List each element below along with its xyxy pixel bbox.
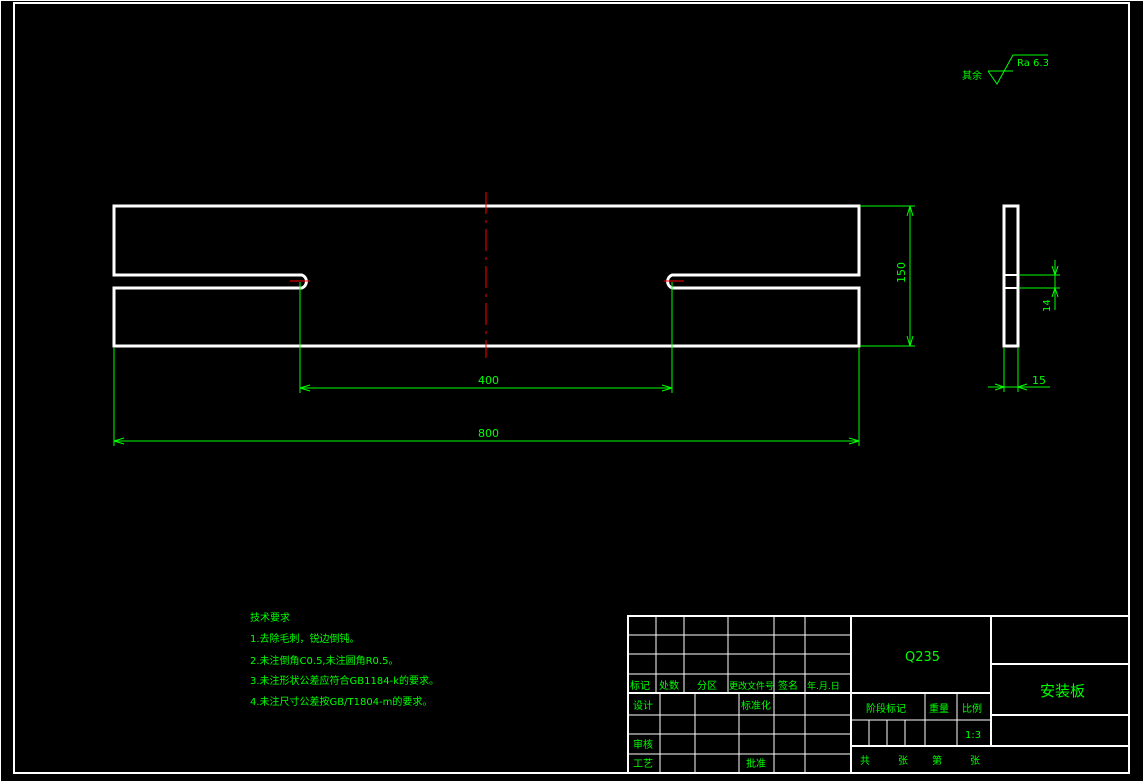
tech-req-item: 3.未注形状公差应符合GB1184-k的要求。: [250, 674, 439, 687]
standardize-label: 标准化: [741, 699, 771, 712]
dim-slot-spacing-text: 400: [478, 374, 499, 387]
surface-finish-value: Ra 6.3: [1017, 58, 1049, 69]
sheets-total-label: 共: [860, 755, 870, 767]
dim-thickness: [988, 348, 1050, 392]
dim-length-text: 800: [478, 427, 499, 440]
approve-label: 批准: [746, 757, 766, 770]
surface-finish-prefix: 其余: [962, 69, 982, 82]
inner-frame: [13, 2, 1130, 774]
design-label: 设计: [633, 699, 653, 712]
tech-requirements: 技术要求 1.去除毛刺，锐边倒钝。 2.未注倒角C0.5,未注圆角R0.5。 3…: [250, 611, 439, 708]
review-label: 审核: [633, 738, 653, 751]
dim-slot-spacing: [299, 282, 673, 393]
sheet-no-label: 第: [932, 754, 942, 767]
rev-header: 处数: [659, 679, 679, 692]
side-view: 14 15: [988, 204, 1060, 392]
scale-label: 比例: [962, 702, 982, 715]
sheets-unit-label: 张: [970, 755, 980, 767]
rev-header: 分区: [697, 680, 717, 692]
dim-thickness-text: 15: [1032, 374, 1046, 387]
tech-req-title: 技术要求: [250, 611, 290, 624]
process-label: 工艺: [633, 758, 653, 770]
dim-height: [860, 205, 915, 347]
tech-req-item: 4.未注尺寸公差按GB/T1804-m的要求。: [250, 695, 432, 708]
plate-outline: [112, 204, 861, 348]
rev-header: 标记: [630, 680, 650, 692]
rev-header: 签名: [778, 679, 798, 692]
title-block: 标记 处数 分区 更改文件号 签名 年.月.日 设计 标准化 审核 工艺 批准 …: [627, 615, 1130, 774]
rev-header: 年.月.日: [807, 680, 840, 692]
roughness-check-icon: [987, 54, 1048, 85]
sheets-unit-label: 张: [898, 755, 908, 767]
tech-req-item: 1.去除毛刺，锐边倒钝。: [250, 632, 360, 645]
surface-finish-symbol: 其余 Ra 6.3: [962, 54, 1049, 85]
dim-height-text: 150: [895, 262, 908, 283]
main-view: 150 400 800: [112, 192, 915, 446]
scale-value: 1:3: [965, 730, 981, 741]
weight-label: 重量: [929, 702, 949, 715]
material-text: Q235: [905, 650, 940, 665]
part-name: 安装板: [1040, 682, 1085, 700]
dim-slot-width: [1019, 260, 1060, 310]
rev-header: 更改文件号: [729, 680, 774, 692]
dim-slot-width-text: 14: [1042, 299, 1053, 312]
dim-length: [113, 348, 860, 446]
stage-mark-label: 阶段标记: [866, 702, 906, 715]
tech-req-item: 2.未注倒角C0.5,未注圆角R0.5。: [250, 654, 398, 667]
